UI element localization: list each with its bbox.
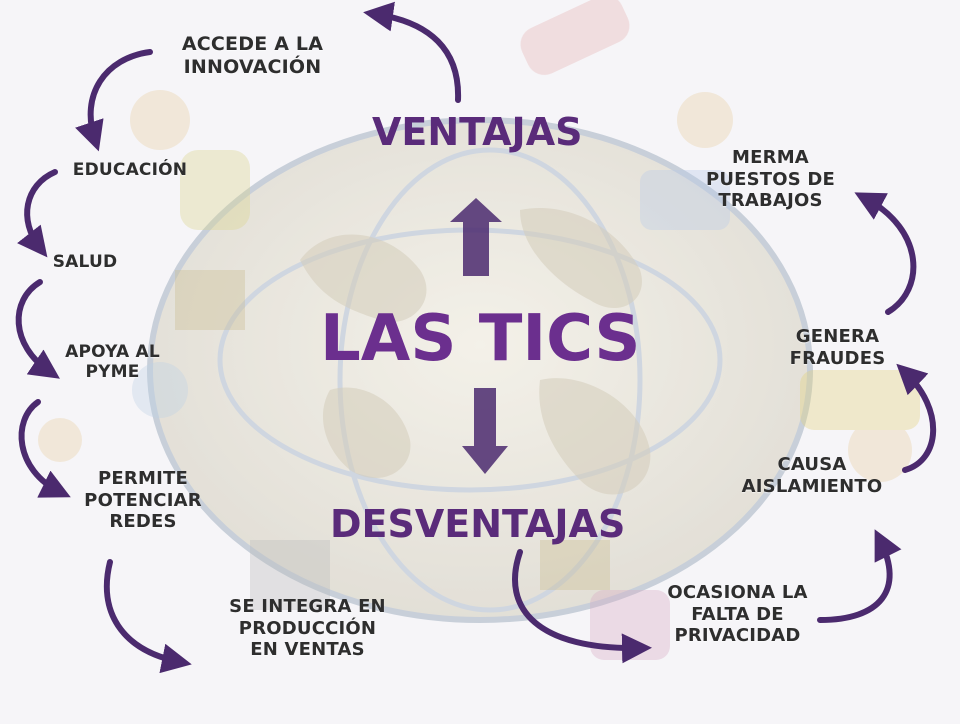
down-arrow-icon — [462, 388, 508, 474]
ventaja-salud: SALUD — [52, 252, 118, 272]
curved-arrow-icon-6 — [103, 559, 192, 674]
desventaja-puestos: MERMA PUESTOS DE TRABAJOS — [705, 147, 836, 212]
up-arrow-icon — [450, 198, 502, 276]
desventajas-heading: DESVENTAJAS — [330, 502, 626, 546]
curved-arrow-icon-7 — [512, 549, 652, 664]
curved-arrow-icon-5 — [18, 399, 71, 498]
curved-arrow-icon-2 — [75, 49, 153, 152]
ventaja-redes: PERMITE POTENCIAR REDES — [84, 468, 202, 533]
curved-arrow-icon-4 — [15, 279, 60, 379]
desventaja-privacidad: OCASIONA LA FALTA DE PRIVACIDAD — [667, 582, 808, 647]
curved-arrow-icon-9 — [896, 363, 937, 473]
ventaja-produccion: SE INTEGRA EN PRODUCCIÓN EN VENTAS — [229, 596, 386, 661]
ventaja-pyme: APOYA AL PYME — [65, 342, 160, 383]
faded-children-figures — [38, 0, 920, 660]
ventaja-innovacion: ACCEDE A LA INNOVACIÓN — [181, 33, 324, 78]
ventaja-educacion: EDUCACIÓN — [72, 160, 188, 180]
curved-arrow-icon-1 — [363, 1, 462, 103]
curved-arrow-icon-10 — [854, 192, 917, 315]
curved-arrow-icon-8 — [817, 529, 902, 623]
curved-arrow-icon-3 — [17, 169, 58, 258]
desventaja-aislamiento: CAUSA AISLAMIENTO — [741, 454, 883, 497]
globe-illustration — [147, 117, 813, 623]
ventajas-heading: VENTAJAS — [372, 110, 583, 154]
desventaja-fraudes: GENERA FRAUDES — [789, 326, 886, 369]
page-title: LAS TICS — [320, 302, 641, 376]
